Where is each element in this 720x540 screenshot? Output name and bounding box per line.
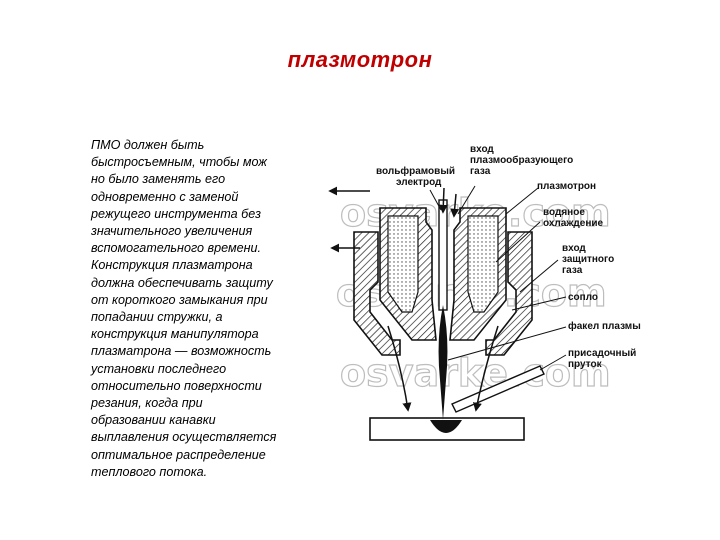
label-plasma-torch: факел плазмы [568,320,641,332]
label-nozzle: сопло [568,292,598,303]
cooling-channel-left [387,215,419,313]
cut-groove [430,420,462,433]
label-tungsten-electrode: вольфрамовый [376,165,455,177]
label-water-cooling: водяное [543,207,585,218]
filler-rod [451,365,545,413]
description-line: одновременно с заменой [91,189,239,204]
diagram-labels: вольфрамовый электрод вход плазмообразую… [376,144,641,370]
label-shield-gas-inlet: газа [562,265,583,276]
description-line: значительного увеличения [91,224,253,239]
description-line: относительно поверхности [91,378,262,393]
description-line: оптимальное распределение [91,447,266,462]
description-text: ПМО должен быть быстросъемным, чтобы мож… [91,137,327,481]
watermark-text: osvarke.com [340,351,611,395]
description-line: выплавления осуществляется [91,430,277,445]
description-line: образовании канавки [91,413,216,428]
label-filler-rod: присадочный [568,348,636,359]
label-plasmatron: плазмотрон [537,181,596,192]
label-shield-gas-inlet: вход [562,243,586,254]
label-filler-rod: пруток [568,359,603,370]
flow-arrows [328,186,499,412]
description-line: попадании стружки, а [91,310,223,325]
description-line: плазматрона — возможность [91,344,272,359]
description-line: но было заменять его [91,172,226,187]
label-plasma-gas-inlet: вход [470,144,494,155]
description-line: установки последнего [91,361,227,376]
description-line: должна обеспечивать защиту [91,275,273,290]
label-plasma-gas-inlet: газа [470,166,491,177]
slide-title: плазмотрон [287,47,433,72]
description-line: от короткого замыкания при [91,292,268,307]
label-plasma-gas-inlet: плазмообразующего [470,154,573,166]
description-line: вспомогательного времени. [91,241,262,256]
plasmatron-diagram: osvarke.com osvarke.com osvarke.com [328,144,641,441]
label-water-cooling: охлаждение [543,218,604,229]
description-line: ПМО должен быть [91,138,205,152]
description-line: режущего инструмента без [91,206,261,221]
label-shield-gas-inlet: защитного [562,254,614,265]
description-line: Конструкция плазматрона [91,258,253,273]
tungsten-electrode [438,199,448,311]
description-line: быстросъемным, чтобы мож [91,155,267,170]
plasma-jet [438,305,448,420]
label-tungsten-electrode: электрод [396,177,442,188]
cooling-channel-right [467,215,499,313]
leader-lines [429,185,567,371]
description-line: теплового потока. [91,464,208,479]
description-line: конструкция манипулятора [91,327,259,342]
description-line: резания, когда при [91,396,203,411]
